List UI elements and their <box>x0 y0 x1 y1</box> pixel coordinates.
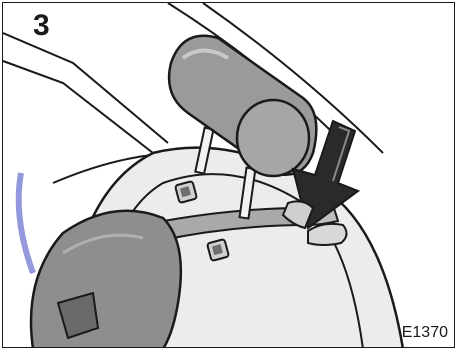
blue-tint-accent <box>19 173 33 273</box>
step-number: 3 <box>33 11 50 41</box>
hand-icon <box>31 211 181 348</box>
illustration-frame: 3 E1370 <box>2 2 455 348</box>
figure-code: E1370 <box>402 325 448 341</box>
headrest-installation-illustration <box>3 3 455 348</box>
